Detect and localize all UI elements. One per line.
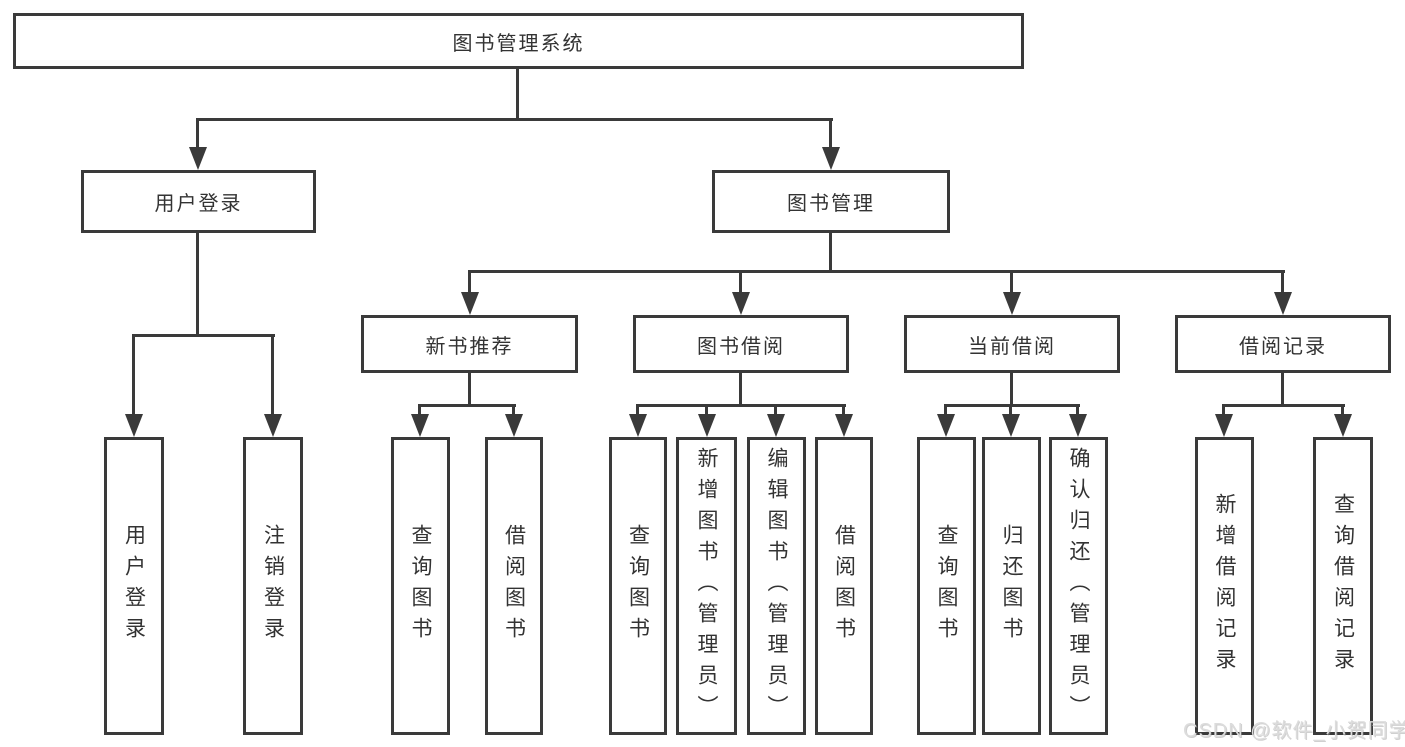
connector-drop-current-borrow [1010, 270, 1013, 294]
arrowhead-new-book [461, 292, 479, 315]
connector-drop [636, 404, 639, 416]
leaf-query-books-borrow-label: 查询图书 [626, 524, 650, 648]
arrowhead [1215, 414, 1233, 437]
connector-drop-user-login [196, 118, 199, 149]
arrowhead [629, 414, 647, 437]
node-root: 图书管理系统 [13, 13, 1024, 69]
arrowhead [411, 414, 429, 437]
arrowhead-book-management [822, 147, 840, 170]
node-new-book-recommend: 新书推荐 [361, 315, 578, 373]
node-current-borrow-label: 当前借阅 [968, 335, 1056, 358]
connector-newbook-stem [468, 373, 471, 406]
connector-bookmgmt-split [468, 270, 1285, 273]
arrowhead-current-borrow [1003, 292, 1021, 315]
leaf-query-books-recommend: 查询图书 [391, 437, 450, 735]
leaf-confirm-return-admin: 确认归还（管理员） [1049, 437, 1108, 735]
connector-drop [842, 404, 845, 416]
connector-currentborrow-split [944, 404, 1080, 407]
arrowhead-borrow-records [1274, 292, 1292, 315]
node-book-borrow-label: 图书借阅 [697, 335, 785, 358]
leaf-add-borrow-record-label: 新增借阅记录 [1213, 493, 1236, 679]
leaf-query-books-borrow: 查询图书 [609, 437, 667, 735]
connector-userlogin-stem [196, 233, 199, 336]
arrowhead-leaf-login [125, 414, 143, 437]
connector-drop [944, 404, 947, 416]
leaf-edit-book-admin-label: 编辑图书（管理员） [765, 446, 788, 726]
leaf-add-book-admin: 新增图书（管理员） [676, 437, 737, 735]
connector-records-split [1222, 404, 1345, 407]
connector-currentborrow-stem [1010, 373, 1013, 406]
leaf-logout: 注销登录 [243, 437, 303, 735]
connector-bookborrow-stem [739, 373, 742, 406]
leaf-add-book-admin-label: 新增图书（管理员） [695, 446, 718, 726]
arrowhead [1334, 414, 1352, 437]
connector-newbook-split [418, 404, 516, 407]
leaf-confirm-return-admin-label: 确认归还（管理员） [1067, 446, 1090, 726]
leaf-borrow-books: 借阅图书 [815, 437, 873, 735]
connector-root-split [196, 118, 833, 121]
leaf-add-borrow-record: 新增借阅记录 [1195, 437, 1254, 735]
connector-bookborrow-split [636, 404, 846, 407]
arrowhead [698, 414, 716, 437]
connector-drop [1009, 404, 1012, 416]
connector-drop [1341, 404, 1344, 416]
connector-drop-leaf-login [132, 334, 135, 416]
leaf-borrow-books-recommend: 借阅图书 [485, 437, 543, 735]
leaf-user-login-label: 用户登录 [122, 524, 146, 648]
connector-drop [512, 404, 515, 416]
connector-drop [1222, 404, 1225, 416]
leaf-logout-label: 注销登录 [261, 524, 285, 648]
connector-drop-book-borrow [739, 270, 742, 294]
leaf-user-login: 用户登录 [104, 437, 164, 735]
leaf-query-books-current: 查询图书 [917, 437, 976, 735]
leaf-borrow-books-label: 借阅图书 [832, 524, 856, 648]
arrowhead [835, 414, 853, 437]
node-book-management-label: 图书管理 [787, 193, 875, 215]
arrowhead [937, 414, 955, 437]
connector-drop [1076, 404, 1079, 416]
node-user-login: 用户登录 [81, 170, 316, 233]
connector-drop [774, 404, 777, 416]
node-current-borrow: 当前借阅 [904, 315, 1120, 373]
connector-drop-book-management [829, 118, 832, 149]
connector-root-stem [516, 69, 519, 120]
leaf-borrow-books-recommend-label: 借阅图书 [502, 524, 526, 648]
connector-drop [705, 404, 708, 416]
connector-drop-borrow-records [1281, 270, 1284, 294]
leaf-query-books-recommend-label: 查询图书 [409, 524, 432, 648]
arrowhead-user-login [189, 147, 207, 170]
connector-drop-new-book [468, 270, 471, 294]
node-new-book-recommend-label: 新书推荐 [425, 335, 514, 358]
leaf-return-book-label: 归还图书 [1000, 524, 1023, 648]
connector-drop-leaf-logout [271, 334, 274, 416]
connector-records-stem [1281, 373, 1284, 406]
leaf-query-borrow-record-label: 查询借阅记录 [1331, 493, 1355, 679]
leaf-edit-book-admin: 编辑图书（管理员） [747, 437, 806, 735]
arrowhead-leaf-logout [264, 414, 282, 437]
arrowhead [1069, 414, 1087, 437]
csdn-watermark: CSDN @软件_小贺同学 [1183, 720, 1405, 742]
leaf-return-book: 归还图书 [982, 437, 1041, 735]
arrowhead [1002, 414, 1020, 437]
arrowhead [505, 414, 523, 437]
arrowhead [767, 414, 785, 437]
node-borrow-records: 借阅记录 [1175, 315, 1391, 373]
connector-bookmgmt-stem [829, 233, 832, 272]
connector-userlogin-split [132, 334, 275, 337]
connector-drop [418, 404, 421, 416]
arrowhead-book-borrow [732, 292, 750, 315]
leaf-query-borrow-record: 查询借阅记录 [1313, 437, 1373, 735]
node-root-label: 图书管理系统 [452, 32, 585, 55]
leaf-query-books-current-label: 查询图书 [935, 524, 958, 648]
node-borrow-records-label: 借阅记录 [1239, 335, 1327, 358]
node-book-management: 图书管理 [712, 170, 950, 233]
node-user-login-label: 用户登录 [154, 193, 243, 215]
node-book-borrow: 图书借阅 [633, 315, 849, 373]
